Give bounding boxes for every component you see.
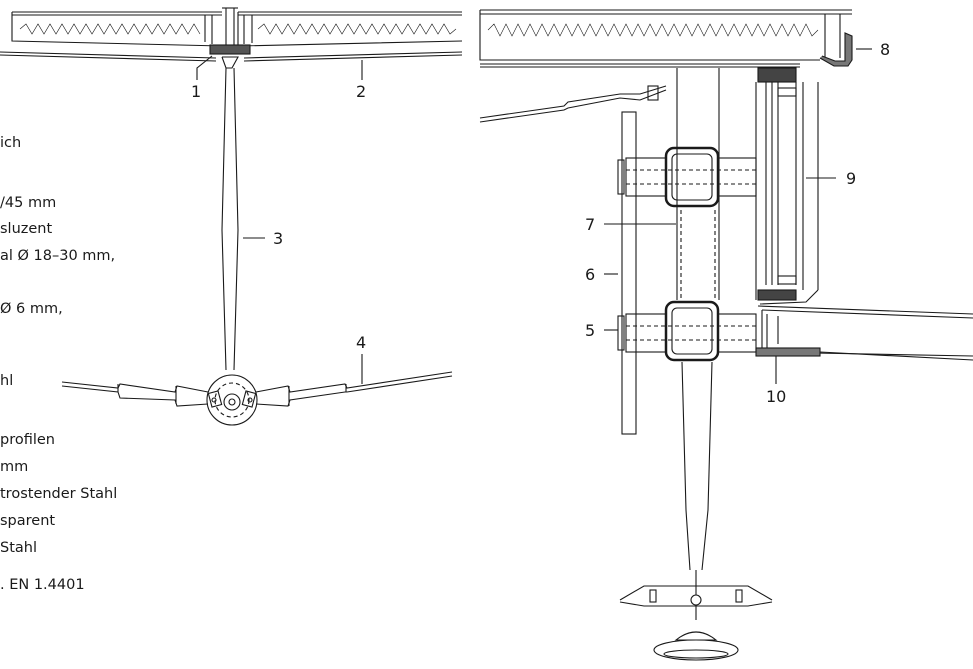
legend-line-1: ich — [0, 135, 22, 151]
callout-4: 4 — [356, 333, 366, 352]
legend-line-4: al Ø 18–30 mm, — [0, 248, 116, 264]
legend-line-3: sluzent — [0, 221, 53, 237]
callout-3: 3 — [273, 229, 283, 248]
callout-8: 8 — [880, 40, 890, 59]
legend-line-2: /45 mm — [0, 195, 57, 211]
callout-9: 9 — [846, 169, 856, 188]
callout-10: 10 — [766, 387, 786, 406]
roof-panel — [479, 9, 853, 67]
legend-line-10: sparent — [0, 513, 56, 529]
right-detail — [479, 9, 973, 661]
legend-line-8: mm — [0, 459, 29, 475]
callout-5: 5 — [585, 321, 595, 340]
legend-line-11: Stahl — [0, 540, 37, 556]
right-roof-panel — [237, 11, 463, 47]
callout-2: 2 — [356, 82, 366, 101]
legend-line-6: hl — [0, 373, 14, 389]
legend-line-12: . EN 1.4401 — [0, 577, 85, 593]
left-detail — [0, 7, 463, 426]
callout-7: 7 — [585, 215, 595, 234]
left-roof-panel — [11, 11, 223, 47]
callout-6: 6 — [585, 265, 595, 284]
legend-line-5: Ø 6 mm, — [0, 301, 63, 317]
callout-1: 1 — [191, 82, 201, 101]
legend-line-9: trostender Stahl — [0, 486, 118, 502]
legend-line-7: profilen — [0, 432, 55, 448]
